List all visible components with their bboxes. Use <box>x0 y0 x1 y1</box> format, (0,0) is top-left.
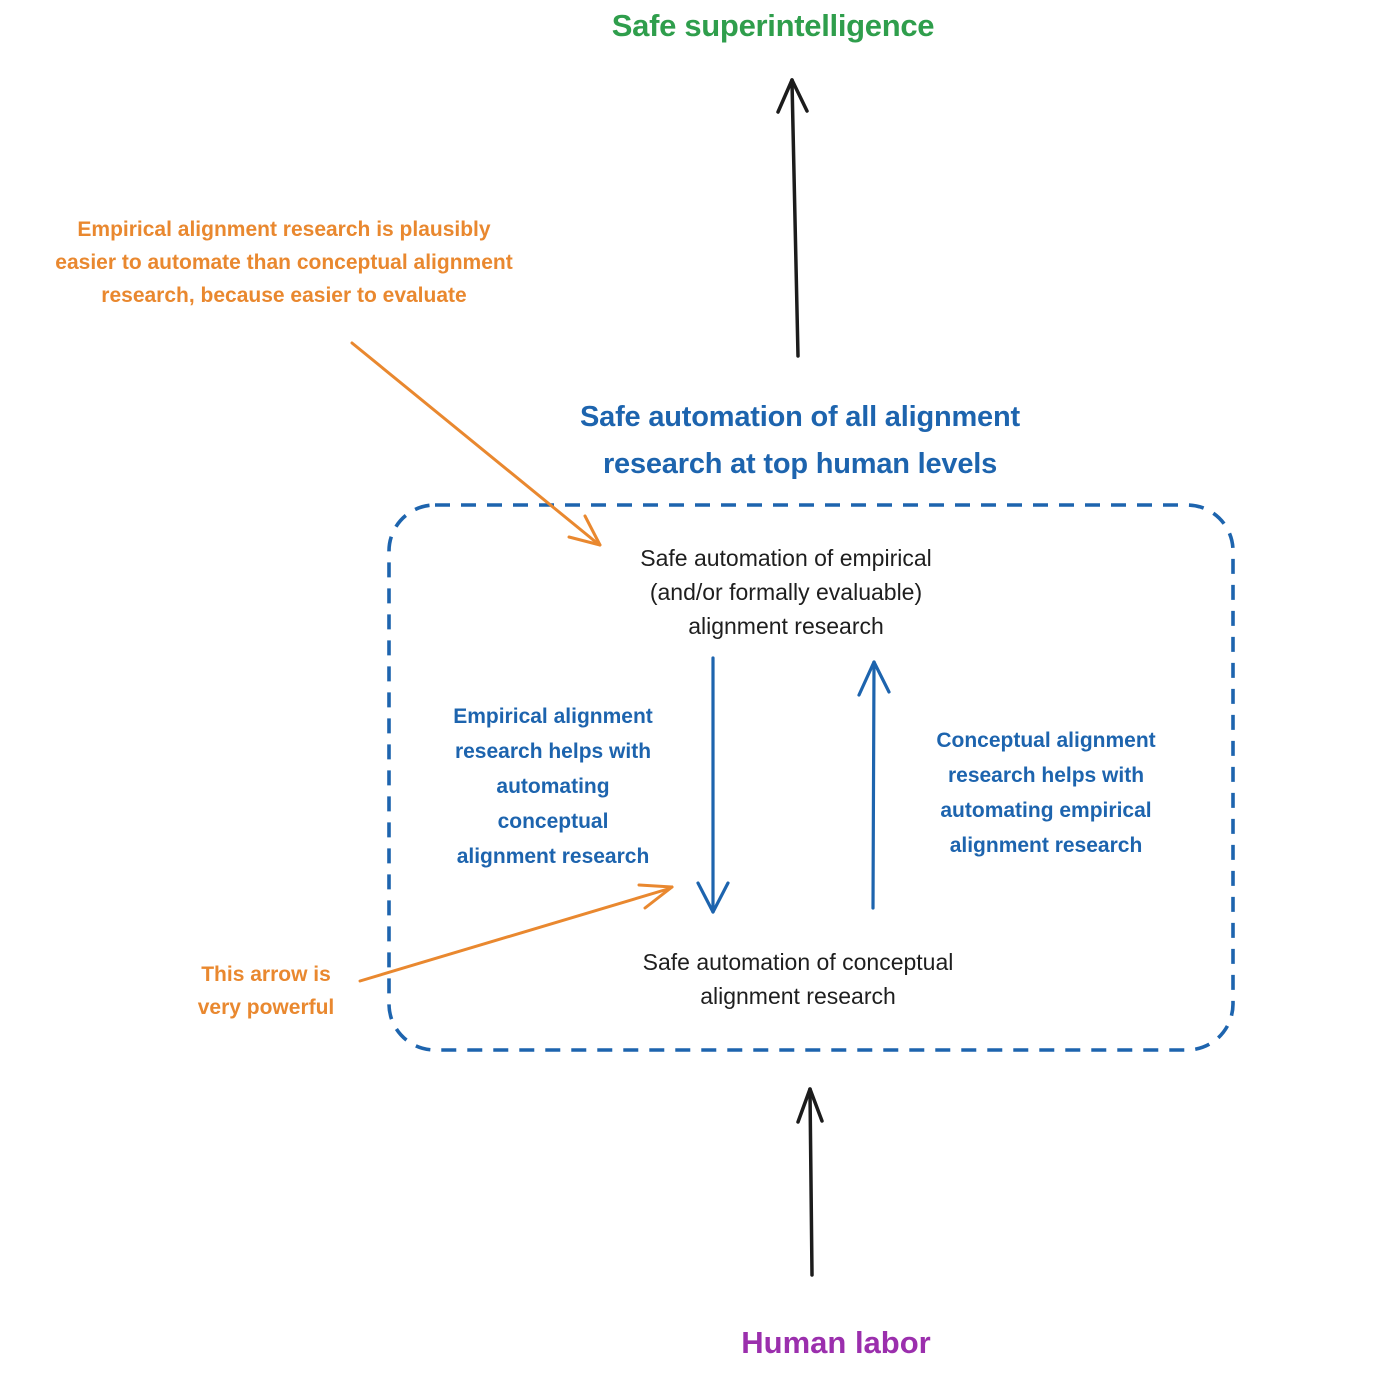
arrow-conceptual-to-empirical-icon <box>857 660 891 910</box>
edge-label-conceptual-helps-empirical: Conceptual alignment research helps with… <box>936 729 1156 857</box>
node-human-labor: Human labor <box>741 1325 931 1360</box>
arrow-note-to-powerful-arrow-icon <box>358 883 674 983</box>
node-safe-automation-heading: Safe automation of all alignment researc… <box>580 401 1020 480</box>
node-safe-superintelligence: Safe superintelligence <box>611 8 935 43</box>
annotation-empirical-easier: Empirical alignment research is plausibl… <box>55 218 513 307</box>
node-conceptual-automation: Safe automation of conceptual alignment … <box>642 949 954 1009</box>
arrow-human-labor-to-box-icon <box>796 1087 824 1277</box>
arrow-note-to-empirical-icon <box>350 341 602 547</box>
annotation-powerful-arrow: This arrow is very powerful <box>197 963 335 1019</box>
edge-label-empirical-helps-conceptual: Empirical alignment research helps with … <box>453 705 653 868</box>
arrow-box-to-superintelligence-icon <box>776 78 809 358</box>
node-empirical-automation: Safe automation of empirical (and/or for… <box>640 545 932 639</box>
automation-dashed-box <box>387 503 1235 1052</box>
arrow-empirical-to-conceptual-icon <box>696 656 730 914</box>
